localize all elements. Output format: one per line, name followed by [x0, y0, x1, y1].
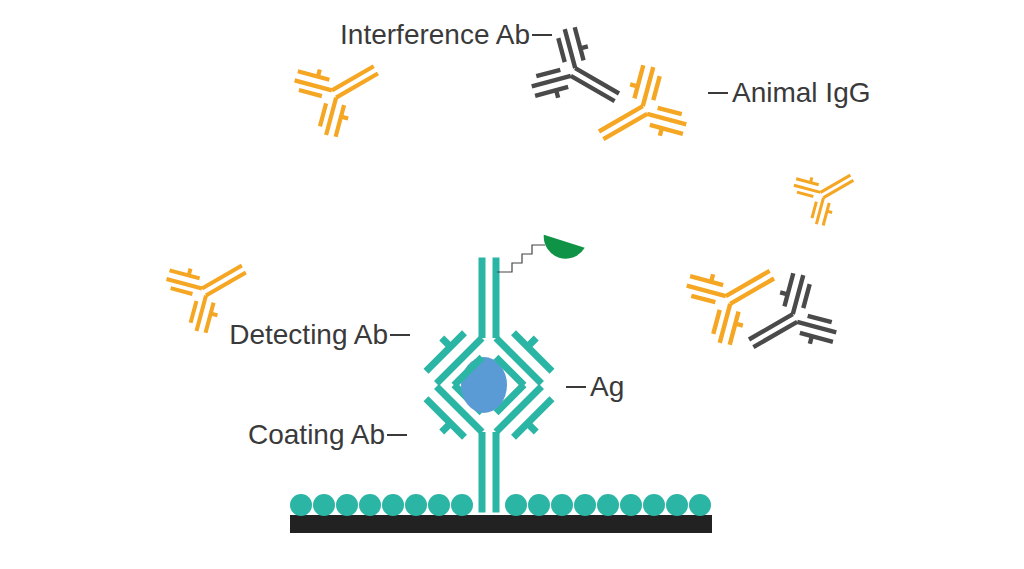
part-label: Coating Ab — [248, 419, 385, 451]
blocking-beads — [290, 494, 711, 516]
part-label: Ag — [590, 371, 624, 403]
plate-surface — [290, 515, 712, 533]
enzyme-tag — [543, 228, 586, 262]
interference-antibody — [731, 269, 840, 378]
interference-antibody — [527, 23, 636, 132]
part-label: Interference Ab — [340, 19, 530, 51]
part-label: Detecting Ab — [229, 319, 388, 351]
leader-dashes — [387, 35, 728, 435]
part-label: Animal IgG — [732, 77, 871, 109]
animal-igg — [581, 61, 690, 170]
linker — [497, 245, 545, 272]
detecting-antibody — [426, 258, 552, 386]
animal-igg — [291, 37, 395, 141]
animal-igg — [791, 154, 865, 228]
